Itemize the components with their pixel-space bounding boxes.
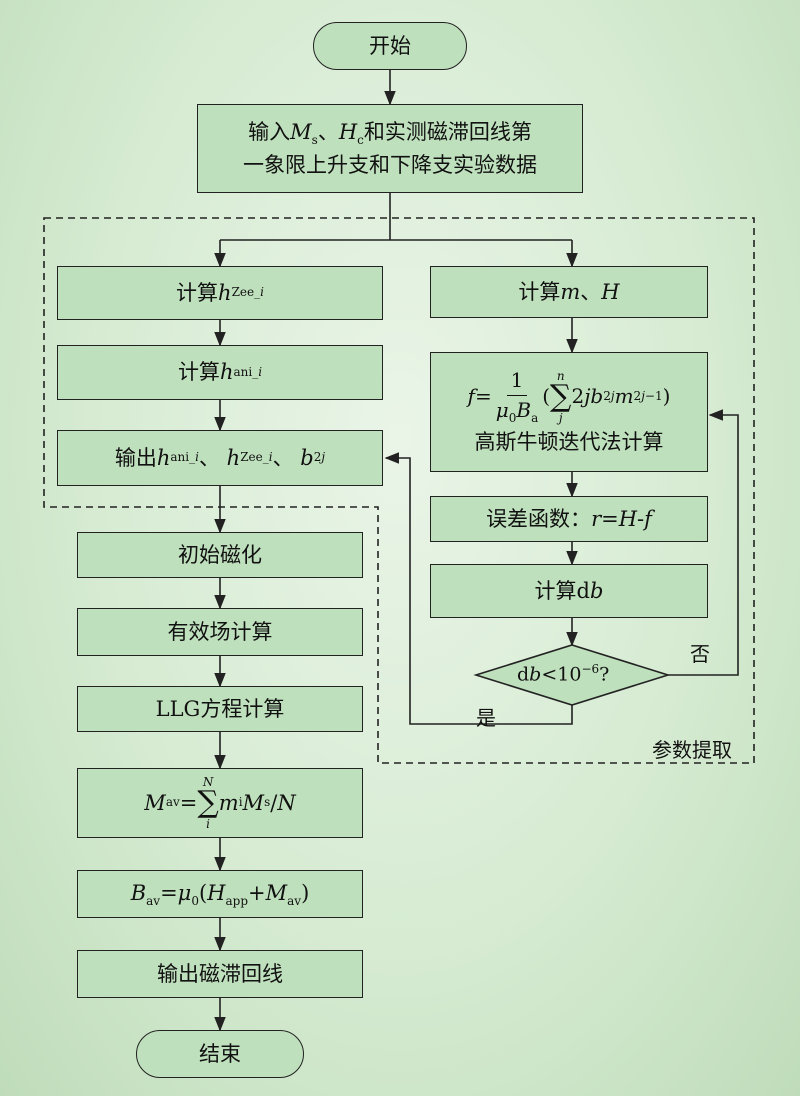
- arrow-yes-output: [384, 452, 573, 725]
- start-terminal: 开始: [313, 22, 467, 70]
- end-label: 结束: [199, 1041, 241, 1066]
- init-mag-box: 初始磁化: [77, 532, 363, 578]
- llg-box: LLG方程计算: [77, 686, 363, 732]
- input-box: 输入Ms、Hc和实测磁滞回线第 一象限上升支和下降支实验数据: [197, 104, 583, 193]
- no-label: 否: [690, 642, 710, 666]
- param-extraction-label: 参数提取: [652, 738, 732, 762]
- eff-field-box: 有效场计算: [77, 608, 363, 656]
- yes-label: 是: [476, 706, 496, 730]
- error-function-box: 误差函数：r=H-f: [430, 496, 708, 542]
- arrow-no-loop: [668, 409, 739, 676]
- input-line2: 一象限上升支和下降支实验数据: [243, 152, 537, 177]
- input-line1: 输入Ms、Hc和实测磁滞回线第: [248, 119, 532, 148]
- bav-formula: Bav=μ0(Happ+Mav): [130, 880, 310, 908]
- param-extraction-boundary: [43, 217, 755, 764]
- decision-condition: db<10−6?: [517, 662, 610, 686]
- gauss-newton-label: 高斯牛顿迭代法计算: [474, 430, 664, 455]
- start-label: 开始: [369, 33, 411, 58]
- bav-box: Bav=μ0(Happ+Mav): [77, 870, 363, 918]
- end-terminal: 结束: [136, 1030, 304, 1078]
- output-loop-box: 输出磁滞回线: [77, 950, 363, 998]
